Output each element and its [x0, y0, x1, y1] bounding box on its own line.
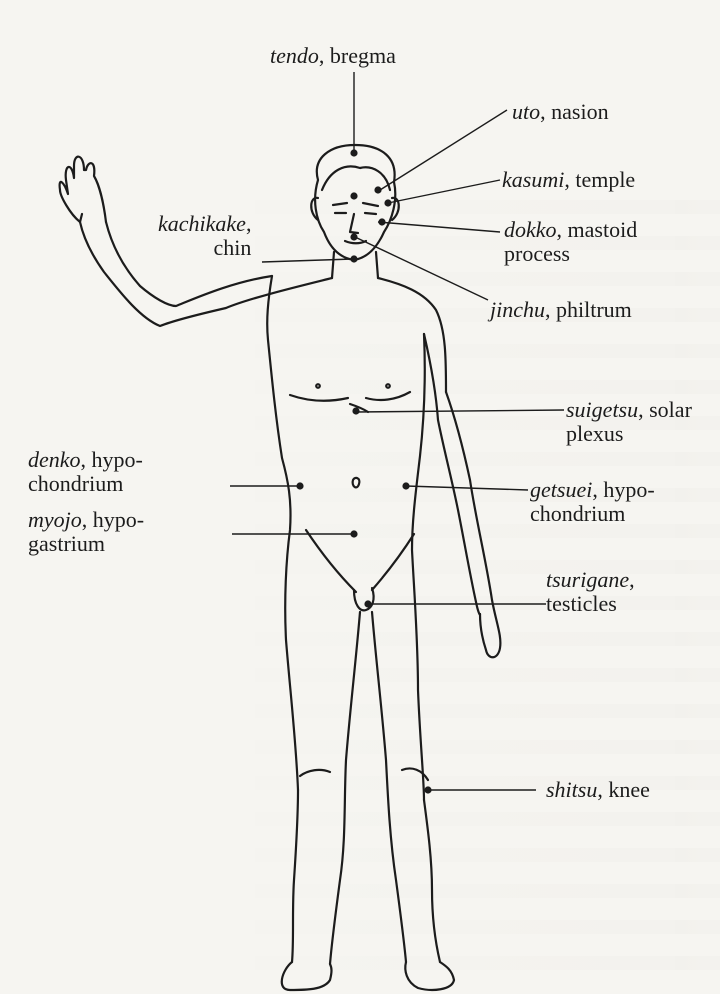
- hairline: [322, 166, 390, 190]
- right-eye: [365, 213, 376, 214]
- label-suigetsu: suigetsu, solar plexus: [566, 398, 692, 446]
- point-tendo: [350, 149, 357, 156]
- leader-suigetsu: [356, 410, 564, 412]
- left-leg-outer: [292, 790, 298, 962]
- label-tsurigane: tsurigane, testicles: [546, 568, 635, 616]
- right-arm-outer: [446, 392, 500, 657]
- genitals: [354, 588, 374, 610]
- point-kachikake: [350, 255, 357, 262]
- raised-hand: [60, 157, 106, 222]
- label-uto: uto, nasion: [512, 100, 609, 124]
- point-uto: [374, 186, 381, 193]
- point-shitsu: [424, 786, 431, 793]
- right-groin: [372, 534, 414, 590]
- point-nasion-center: [350, 192, 357, 199]
- right-leg-outer: [424, 800, 440, 962]
- leader-kasumi: [388, 180, 500, 203]
- left-nipple: [316, 384, 320, 388]
- point-dokko: [378, 218, 385, 225]
- label-shitsu: shitsu, knee: [546, 778, 650, 802]
- target-points: [296, 149, 431, 793]
- point-myojo: [350, 530, 357, 537]
- point-jinchu: [350, 233, 357, 240]
- label-tendo: tendo, bregma: [270, 44, 396, 68]
- right-brow: [363, 203, 378, 206]
- leader-uto: [380, 110, 507, 190]
- left-pectoral: [290, 395, 348, 401]
- point-getsuei: [402, 482, 409, 489]
- label-denko: denko, hypo- chondrium: [28, 448, 143, 496]
- leader-jinchu: [355, 237, 488, 300]
- leader-dokko: [378, 222, 500, 232]
- left-groin: [306, 530, 356, 592]
- right-foot: [405, 962, 454, 990]
- left-knee: [300, 770, 330, 776]
- nose: [350, 214, 358, 233]
- label-myojo: myojo, hypo- gastrium: [28, 508, 144, 556]
- point-denko: [296, 482, 303, 489]
- leader-kachikake: [262, 259, 353, 262]
- label-kasumi: kasumi, temple: [502, 168, 635, 192]
- right-arm-inner: [424, 334, 480, 615]
- left-foot: [282, 962, 332, 990]
- label-jinchu: jinchu, philtrum: [490, 298, 632, 322]
- left-leg-inner: [330, 612, 360, 964]
- label-getsuei: getsuei, hypo- chondrium: [530, 478, 655, 526]
- leader-getsuei: [406, 486, 528, 490]
- right-nipple: [386, 384, 390, 388]
- label-kachikake: kachikake, chin: [158, 212, 251, 260]
- right-torso: [412, 334, 425, 800]
- label-dokko: dokko, mastoid process: [504, 218, 637, 266]
- point-tsurigane: [364, 600, 371, 607]
- point-kasumi: [384, 199, 391, 206]
- left-brow: [333, 203, 347, 205]
- left-torso: [267, 276, 298, 790]
- right-leg-inner: [372, 612, 406, 962]
- navel: [353, 478, 360, 487]
- point-suigetsu: [352, 407, 359, 414]
- right-pectoral: [366, 392, 410, 400]
- right-shoulder: [378, 278, 446, 392]
